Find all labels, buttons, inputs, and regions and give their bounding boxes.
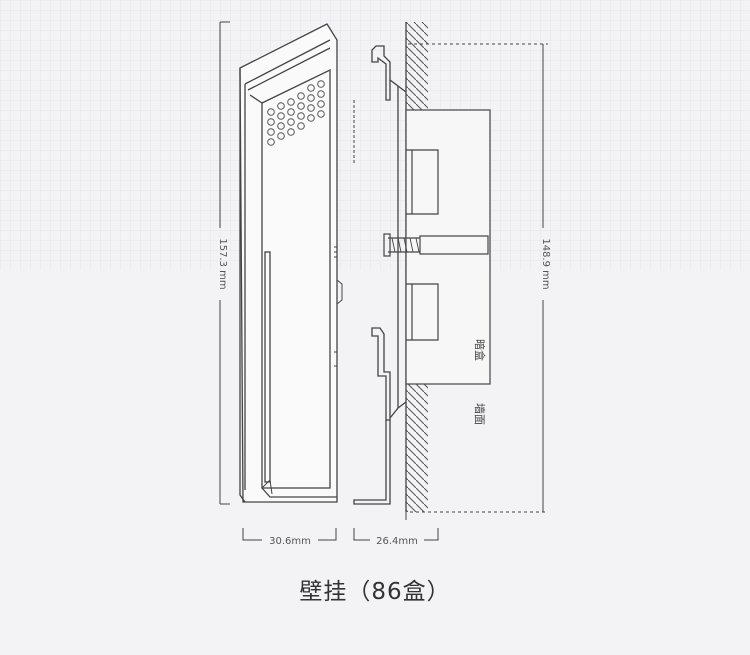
height-front-label: 157.3 mm — [217, 238, 228, 289]
dimension-lines — [219, 21, 548, 541]
junction-box — [383, 109, 491, 385]
background-lower — [0, 270, 750, 655]
height-side-label: 148.9 mm — [540, 238, 551, 289]
speaker-grille — [267, 80, 325, 146]
wall-hatch-top — [406, 22, 428, 110]
width-side-label: 26.4mm — [376, 536, 418, 547]
wall-hatch-bottom — [406, 384, 428, 512]
caption: 壁挂（86盒） — [299, 579, 451, 605]
mount-profile — [353, 45, 407, 505]
junction-box-label: 暗盒 — [473, 339, 487, 361]
wall-label: 墙面 — [473, 403, 487, 425]
width-front-label: 30.6mm — [269, 536, 311, 547]
front-view-device — [239, 23, 343, 503]
